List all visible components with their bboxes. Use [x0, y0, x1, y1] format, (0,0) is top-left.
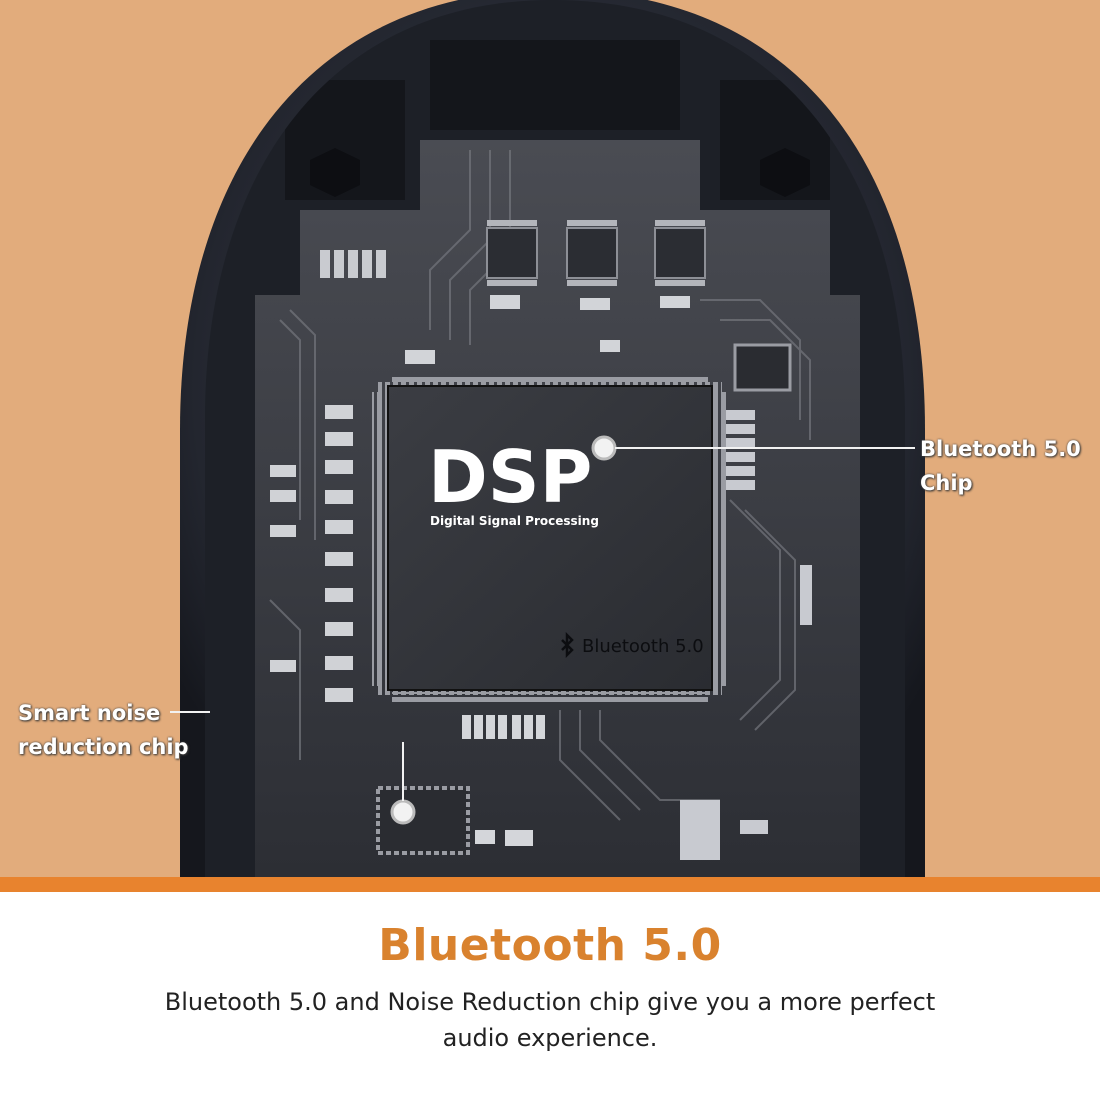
dsp-sub-label: Digital Signal Processing: [430, 514, 599, 528]
bluetooth-icon: [561, 631, 574, 659]
bluetooth-callout-dot: [591, 435, 617, 461]
callout-bluetooth-chip: Bluetooth 5.0 Chip: [920, 437, 1081, 495]
caption-body: Bluetooth 5.0 and Noise Reduction chip g…: [164, 988, 936, 1052]
noise-reduction-chip: [376, 786, 470, 855]
dsp-label: DSP: [428, 435, 592, 519]
callout-noise-reduction-chip: Smart noise reduction chip: [18, 701, 189, 759]
caption-panel: Bluetooth 5.0 Bluetooth 5.0 and Noise Re…: [0, 892, 1100, 1100]
product-photo: DSP Digital Signal Processing Bluetooth …: [0, 0, 1100, 877]
chip-bluetooth-mark: Bluetooth 5.0: [582, 636, 704, 657]
earbuds-case-illustration: DSP Digital Signal Processing Bluetooth …: [170, 0, 925, 877]
caption-headline: Bluetooth 5.0: [378, 920, 722, 971]
dsp-chip: DSP Digital Signal Processing Bluetooth …: [372, 376, 728, 702]
noise-callout-dot: [390, 799, 416, 825]
accent-divider: [0, 877, 1100, 892]
